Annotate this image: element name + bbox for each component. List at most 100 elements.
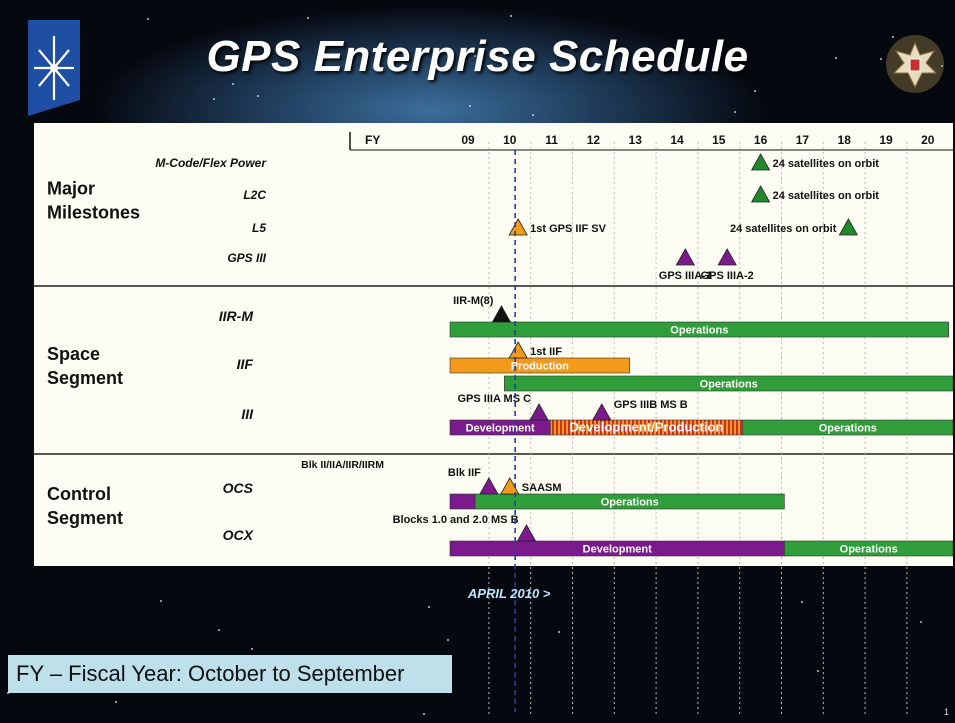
star [423, 712, 426, 715]
section-label: Control [47, 484, 111, 504]
milestone-marker [675, 248, 696, 266]
row-label: L5 [252, 221, 266, 235]
row-label: OCX [223, 527, 255, 543]
schedule-bar [504, 375, 954, 392]
schedule-bar [449, 357, 631, 374]
bar-label: Operations [700, 379, 758, 391]
star [510, 15, 513, 18]
row-label: III [241, 406, 254, 422]
milestone-marker [479, 477, 499, 495]
milestone-marker [508, 218, 528, 236]
star [251, 647, 254, 650]
row-label: IIF [237, 356, 254, 372]
axis-label-fy: FY [365, 133, 380, 147]
row-label: M-Code/Flex Power [155, 156, 267, 170]
year-tick-label: 16 [754, 133, 768, 147]
milestone-marker [717, 248, 737, 266]
bar-label: Production [511, 361, 569, 373]
milestone-marker [516, 524, 537, 542]
milestone-label: Blk IIF [448, 467, 481, 479]
year-tick-label: 09 [461, 133, 475, 147]
eagle-seal-icon [886, 35, 944, 93]
current-date-label: APRIL 2010 > [467, 586, 551, 601]
section-label: Segment [47, 508, 123, 528]
milestone-label: 24 satellites on orbit [730, 223, 837, 235]
star [146, 17, 149, 20]
star [834, 56, 837, 59]
milestone-label: IIR-M(8) [453, 295, 494, 307]
star [892, 36, 895, 39]
row-sublabel: Blk II/IIA/IIR/IIRM [301, 459, 384, 471]
milestone-marker [491, 305, 512, 323]
star [532, 114, 535, 117]
star [753, 90, 756, 93]
star [114, 701, 117, 704]
milestone-marker [508, 341, 528, 359]
section-label: Milestones [47, 203, 140, 223]
year-tick-label: 12 [587, 133, 601, 147]
year-tick-label: 19 [879, 133, 893, 147]
star [256, 95, 259, 98]
bar-label: Development/Production [570, 420, 724, 435]
row-label: GPS III [227, 251, 266, 265]
year-tick-label: 15 [712, 133, 726, 147]
fiscal-year-note: FY – Fiscal Year: October to September [8, 655, 452, 693]
star [473, 55, 476, 58]
year-tick-label: 13 [629, 133, 643, 147]
row-label: IIR-M [219, 308, 254, 324]
bar-label: Development [466, 423, 535, 435]
star [879, 57, 882, 60]
bar-label: Operations [670, 325, 728, 337]
milestone-label: Blocks 1.0 and 2.0 MS B [393, 514, 519, 526]
star [218, 628, 221, 631]
milestone-label: 1st IIF [530, 346, 562, 358]
schedule-bar [784, 540, 954, 557]
year-tick-label: 11 [545, 133, 558, 147]
milestone-marker [838, 218, 859, 236]
milestone-marker [500, 477, 520, 495]
year-tick-label: 17 [796, 133, 810, 147]
milestone-marker [750, 185, 771, 203]
schedule-bar [742, 419, 954, 436]
section-label: Space [47, 344, 100, 364]
bar-label: Development [583, 544, 652, 556]
year-tick-label: 20 [921, 133, 935, 147]
star [160, 600, 163, 603]
row-label: L2C [243, 188, 266, 202]
star [558, 630, 561, 633]
milestone-marker [529, 403, 549, 421]
section-label: Segment [47, 368, 123, 388]
star [447, 639, 450, 642]
schedule-bar [449, 321, 950, 338]
schedule-bar [474, 493, 785, 510]
milestone-label: 24 satellites on orbit [773, 158, 880, 170]
schedule-bar [449, 493, 476, 510]
star [231, 83, 234, 86]
star [212, 98, 215, 101]
year-tick-label: 14 [670, 133, 684, 147]
bar-label: Operations [601, 497, 659, 509]
bar-label: Operations [840, 544, 898, 556]
milestone-label: GPS IIIA MS C [458, 393, 532, 405]
star [469, 105, 472, 108]
milestone-label: 24 satellites on orbit [773, 190, 880, 202]
year-tick-label: 10 [503, 133, 517, 147]
bar-label: Operations [819, 423, 877, 435]
slide-title: GPS Enterprise Schedule [206, 32, 749, 81]
star [817, 670, 820, 673]
milestone-marker [592, 403, 612, 421]
star [6, 691, 9, 694]
milestone-label: GPS IIIA-2 [701, 270, 754, 282]
star [734, 111, 737, 114]
year-tick-label: 18 [838, 133, 852, 147]
section-label: Major [47, 179, 95, 199]
milestone-label: GPS IIIB MS B [614, 399, 688, 411]
star [307, 17, 310, 20]
milestone-marker [750, 153, 771, 171]
row-label: OCS [223, 480, 254, 496]
milestone-label: GPS IIIA-1 [659, 270, 712, 282]
star [941, 64, 944, 67]
milestone-label: SAASM [522, 482, 562, 494]
